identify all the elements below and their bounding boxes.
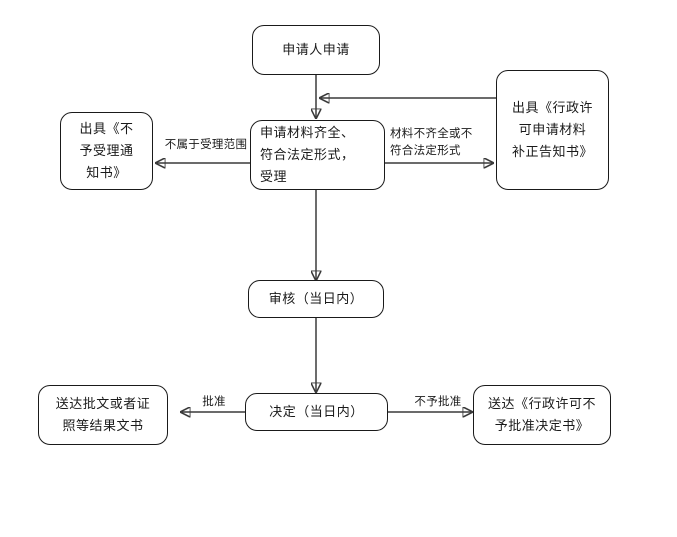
node-applicant-application[interactable]: 申请人申请 <box>252 25 380 75</box>
node-label: 送达批文或者证 照等结果文书 <box>55 396 151 433</box>
node-review-same-day[interactable]: 审核（当日内） <box>248 280 384 318</box>
edge-label-incomplete-materials: 材料不齐全或不 符合法定形式 <box>390 128 473 157</box>
node-non-acceptance-notice[interactable]: 出具《不 予受理通 知书》 <box>60 112 153 190</box>
node-label: 送达《行政许可不 予批准决定书》 <box>487 396 596 433</box>
edge-label-approved: 批准 <box>202 396 226 408</box>
node-deliver-approval-documents[interactable]: 送达批文或者证 照等结果文书 <box>38 385 168 445</box>
node-deliver-disapproval-decision[interactable]: 送达《行政许可不 予批准决定书》 <box>473 385 611 445</box>
node-label: 决定（当日内） <box>269 404 364 419</box>
node-supplement-notice[interactable]: 出具《行政许 可申请材料 补正告知书》 <box>496 70 609 190</box>
node-label: 申请人申请 <box>282 42 350 57</box>
node-materials-accepted[interactable]: 申请材料齐全、 符合法定形式， 受理 <box>250 120 385 190</box>
node-label: 出具《行政许 可申请材料 补正告知书》 <box>511 100 593 159</box>
node-decision-same-day[interactable]: 决定（当日内） <box>245 393 388 431</box>
edge-label-not-in-scope: 不属于受理范围 <box>164 139 248 151</box>
node-label: 申请材料齐全、 符合法定形式， 受理 <box>260 125 355 184</box>
edge-label-not-approved: 不予批准 <box>414 396 462 408</box>
node-label: 出具《不 予受理通 知书》 <box>79 121 134 180</box>
node-label: 审核（当日内） <box>268 291 364 306</box>
